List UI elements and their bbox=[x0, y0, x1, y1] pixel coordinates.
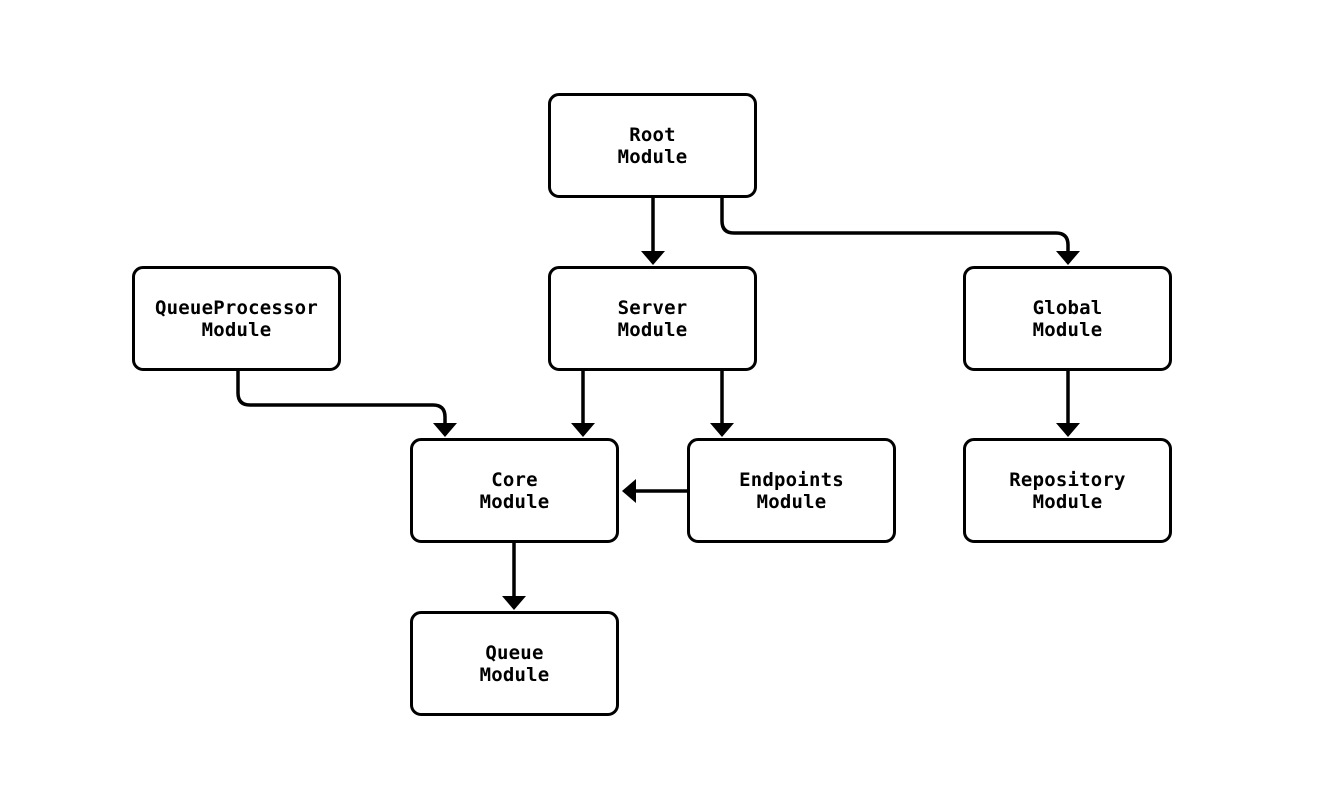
node-queueprocessor-module: QueueProcessor Module bbox=[132, 266, 341, 371]
node-server-module: Server Module bbox=[548, 266, 757, 371]
node-repository-module: Repository Module bbox=[963, 438, 1172, 543]
edge-root-to-global bbox=[720, 198, 1080, 265]
node-global-module: Global Module bbox=[963, 266, 1172, 371]
node-core-module: Core Module bbox=[410, 438, 619, 543]
node-endpoints-module: Endpoints Module bbox=[687, 438, 896, 543]
node-root-module: Root Module bbox=[548, 93, 757, 198]
edge-queueprocessor-to-core bbox=[236, 371, 457, 437]
node-queue-module: Queue Module bbox=[410, 611, 619, 716]
